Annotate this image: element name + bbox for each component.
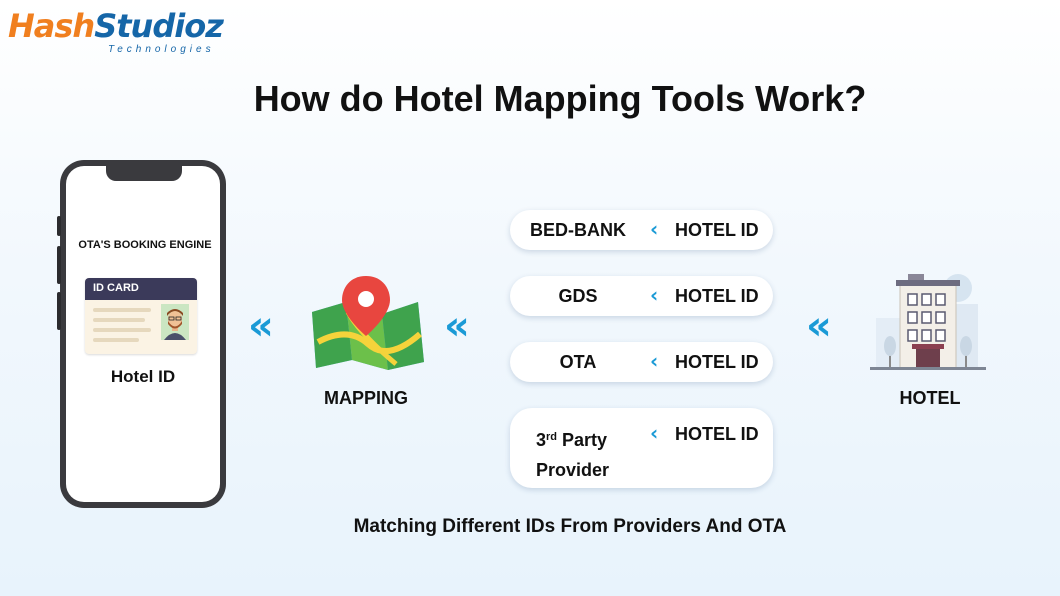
double-chevron-left-icon: « [248, 303, 274, 349]
phone-side-button [57, 292, 61, 330]
provider-name: OTA [559, 352, 597, 372]
logo-studioz-text: Studioz [94, 7, 224, 45]
provider-pill-third-party: 3rd Party Provider ‹ HOTEL ID [510, 408, 773, 488]
double-chevron-left-icon: « [806, 303, 832, 349]
id-card-line [93, 318, 145, 322]
brand-logo: HashStudioz Technologies [8, 6, 238, 58]
map-pin-icon [312, 276, 424, 370]
chevron-left-icon: ‹ [650, 217, 659, 241]
chevron-left-icon: ‹ [650, 349, 659, 373]
avatar-icon [161, 304, 189, 340]
provider-name-line1: 3rd Party [536, 430, 608, 450]
provider-name: GDS [558, 286, 598, 306]
logo-hash-text: Hash [8, 7, 95, 45]
id-card-line [93, 308, 151, 312]
provider-pill-gds: GDS ‹ HOTEL ID [510, 276, 773, 316]
mapping-label: MAPPING [323, 388, 408, 408]
phone-hotel-id-label: Hotel ID [110, 367, 176, 386]
chevron-left-icon: ‹ [650, 283, 659, 307]
id-card-header: ID CARD [85, 278, 197, 300]
provider-name: 3rd Party Provider [536, 422, 656, 485]
id-card-icon: ID CARD [85, 278, 197, 354]
chevron-left-icon: ‹ [650, 421, 659, 445]
logo-subtitle: Technologies [108, 44, 215, 55]
phone-side-button [57, 216, 61, 236]
provider-name-line2: Provider [536, 460, 610, 480]
provider-pill-bed-bank: BED-BANK ‹ HOTEL ID [510, 210, 773, 250]
double-chevron-left-icon: « [444, 303, 470, 349]
diagram-caption: Matching Different IDs From Providers An… [353, 516, 787, 537]
ota-booking-engine-label: OTA'S BOOKING ENGINE [78, 239, 212, 251]
provider-name: BED-BANK [530, 220, 626, 240]
page-title: How do Hotel Mapping Tools Work? [253, 78, 867, 119]
phone-side-button [57, 246, 61, 284]
provider-hotel-id: HOTEL ID [675, 220, 759, 240]
provider-pill-ota: OTA ‹ HOTEL ID [510, 342, 773, 382]
provider-hotel-id: HOTEL ID [675, 286, 759, 306]
id-card-line [93, 328, 151, 332]
provider-hotel-id: HOTEL ID [675, 352, 759, 372]
hotel-building-icon [870, 274, 986, 370]
id-card-line [93, 338, 139, 342]
phone-notch [106, 165, 182, 181]
provider-hotel-id: HOTEL ID [675, 424, 759, 444]
hotel-label: HOTEL [899, 388, 961, 408]
